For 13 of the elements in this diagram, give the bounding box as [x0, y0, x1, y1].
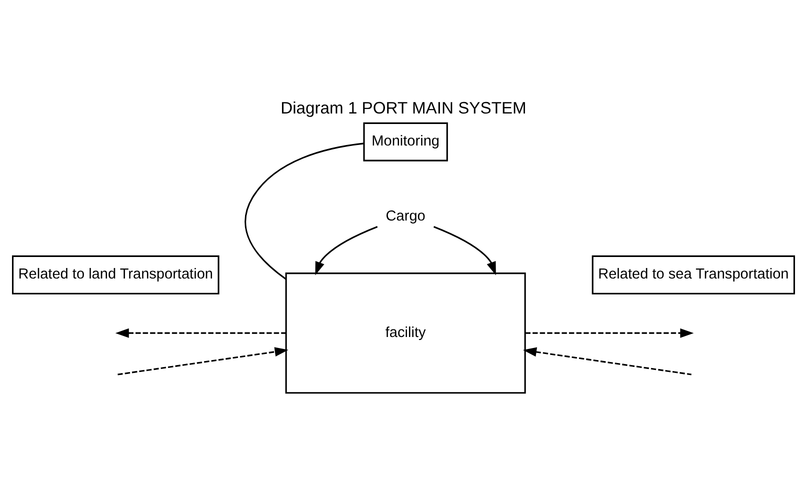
node-text: Cargo [386, 208, 426, 224]
diagram-title: Diagram 1 PORT MAIN SYSTEM [280, 98, 526, 118]
node-box: Related to sea Transportation [592, 254, 796, 294]
node-box: facility [285, 272, 526, 394]
connector [244, 142, 364, 280]
arrow [433, 226, 496, 275]
arrow [315, 226, 378, 275]
arrow [118, 346, 288, 375]
node-box: Monitoring [363, 122, 448, 161]
arrow [525, 328, 694, 338]
arrow [523, 346, 692, 375]
node-box: Related to land Transportation [12, 254, 220, 294]
arrow [115, 328, 286, 338]
